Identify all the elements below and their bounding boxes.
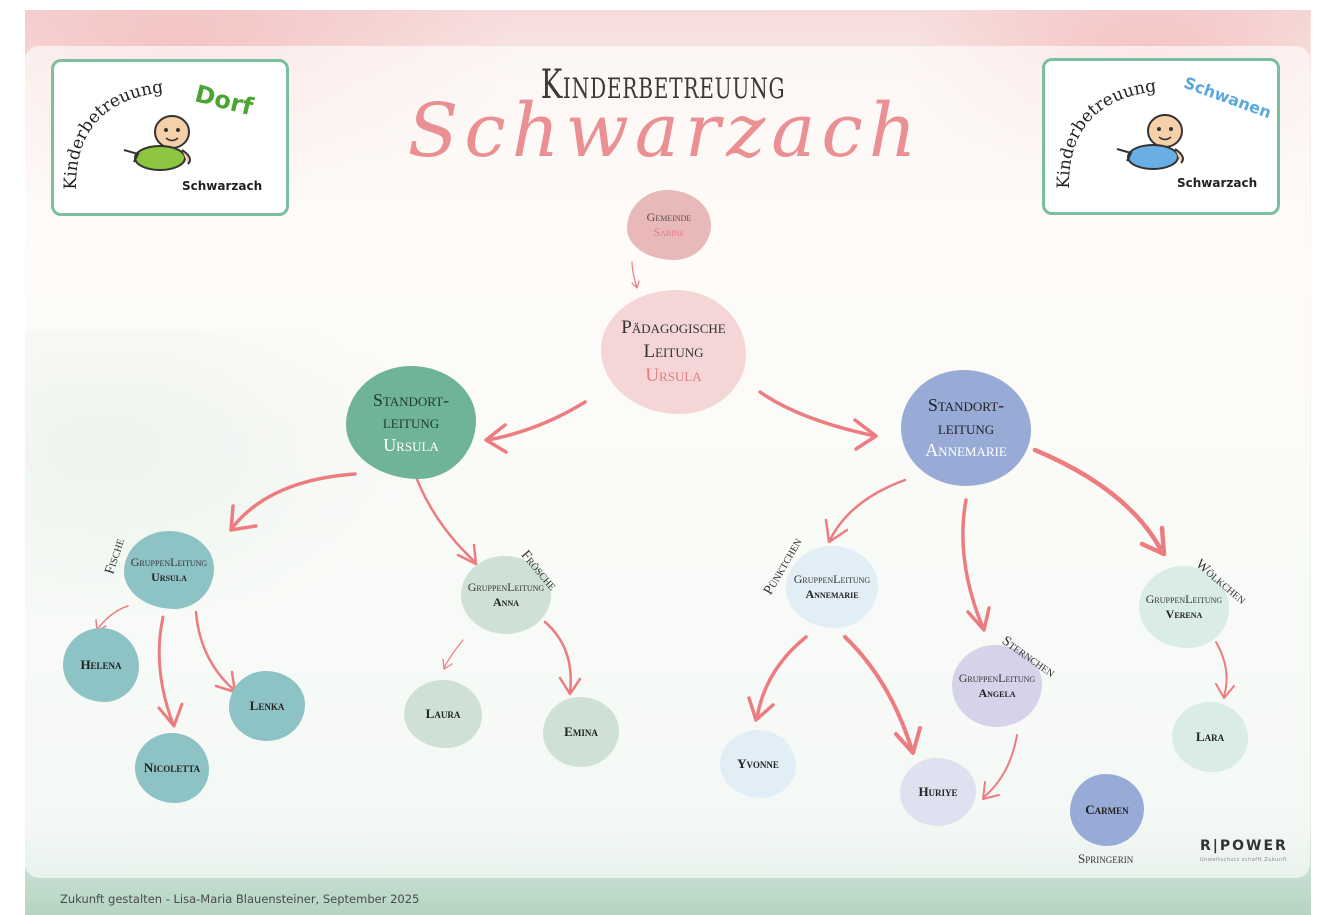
node-lenka-label: Lenka [249,697,285,713]
brand-tagline: Unweltschutz schafft Zukunft [1200,857,1288,863]
arrow-fische-nicoletta [157,615,175,726]
node-gruppenleitung-puenktchen: GruppenLeitung Annemarie [786,546,878,628]
arrow-froesche-laura [443,639,464,669]
node-nicoletta-label: Nicoletta [143,759,201,775]
node-woelkchen-role: GruppenLeitung [1145,592,1223,606]
node-puenktchen-name: Annemarie [805,587,859,601]
node-huriye-label: Huriye [918,783,958,799]
node-huriye: Huriye [900,758,976,826]
label-springerin: Springerin [1078,851,1134,866]
arrow-fische-lenka [194,610,236,692]
arrow-standort-puenktchen [828,478,907,542]
node-yvonne-label: Yvonne [737,755,779,771]
arrow-puenktchen-yvonne [755,635,808,720]
title-kinderbetreuung: Kinderbetreuung [540,62,786,108]
node-paed-role1: Pädagogische [621,317,726,339]
node-fische-role: GruppenLeitung [130,555,208,569]
arrow-paed-standort-left [486,400,587,442]
node-puenktchen-role: GruppenLeitung [793,572,871,586]
node-paed-name: Ursula [645,364,702,386]
node-gruppenleitung-woelkchen: GruppenLeitung Verena [1139,566,1229,648]
node-standort-right-name: Annemarie [925,440,1007,461]
node-helena-label: Helena [80,656,122,672]
brand-rpower: R|POWER [1200,838,1288,854]
node-sternchen-role: GruppenLeitung [958,671,1036,685]
node-standort-right-role2: leitung [937,417,995,438]
node-emina-label: Emina [564,723,598,739]
node-emina: Emina [543,697,619,767]
node-carmen-label: Carmen [1085,801,1129,817]
logo-kinderbetreuung-dorf: Kinderbetreuung Dorf Schwarzach [51,59,289,216]
node-laura-label: Laura [425,705,461,721]
node-standort-left-role2: leitung [382,412,440,433]
node-fische-name: Ursula [151,570,187,584]
arrow-gemeinde-paed [631,261,638,289]
logo-dorf-artwork: Kinderbetreuung Dorf Schwarzach [61,77,262,193]
arrow-standort-sternchen [961,498,985,630]
arrow-puenktchen-huriye [843,635,914,752]
node-lenka: Lenka [229,671,305,741]
logo-kinderbetreuung-schwanen: Kinderbetreuung Schwanen Schwarzach [1042,58,1280,215]
node-paedagogische-leitung: Pädagogische Leitung Ursula [601,290,746,414]
node-standortleitung-left: Standort- leitung Ursula [346,366,476,479]
node-standort-left-role1: Standort- [372,389,450,410]
node-laura: Laura [404,680,482,748]
logo-left-place: Schwarzach [182,179,262,193]
node-sternchen-name: Angela [978,686,1016,700]
logo-schwanen-artwork: Kinderbetreuung Schwanen Schwarzach [1054,73,1274,190]
arrow-froesche-emina [543,620,572,694]
title-schwarzach: Schwarzach [407,88,923,174]
node-lara-label: Lara [1195,728,1225,744]
node-standort-left-name: Ursula [383,434,439,455]
arrow-fische-helena [96,605,129,631]
arrow-sternchen-huriye [983,734,1018,798]
node-gemeinde-role: Gemeinde [646,210,692,224]
node-yvonne: Yvonne [720,730,796,798]
node-paed-role2: Leitung [643,341,704,363]
node-lara: Lara [1172,702,1248,772]
node-gruppenleitung-sternchen: GruppenLeitung Angela [952,645,1042,727]
arrow-standort-fische [230,472,357,530]
node-gruppenleitung-fische: GruppenLeitung Ursula [124,531,214,609]
node-gemeinde-name: Sabine [653,225,685,239]
node-helena: Helena [63,628,139,702]
node-gemeinde: Gemeinde Sabine [627,190,711,260]
node-woelkchen-name: Verena [1165,607,1203,621]
arrow-woelkchen-lara [1215,641,1228,697]
arrow-standort-woelkchen [1032,447,1165,555]
footer-credit: Zukunft gestalten - Lisa-Maria Blauenste… [60,892,420,906]
node-standortleitung-right: Standort- leitung Annemarie [901,370,1031,486]
node-standort-right-role1: Standort- [927,395,1005,416]
node-carmen: Carmen [1070,774,1144,846]
node-froesche-name: Anna [493,595,519,609]
node-nicoletta: Nicoletta [135,733,209,803]
arrow-standort-froesche [410,464,477,564]
node-gruppenleitung-froesche: GruppenLeitung Anna [461,556,551,634]
arrow-paed-standort-right [758,390,877,438]
logo-right-place: Schwarzach [1177,176,1257,190]
node-froesche-role: GruppenLeitung [467,580,545,594]
